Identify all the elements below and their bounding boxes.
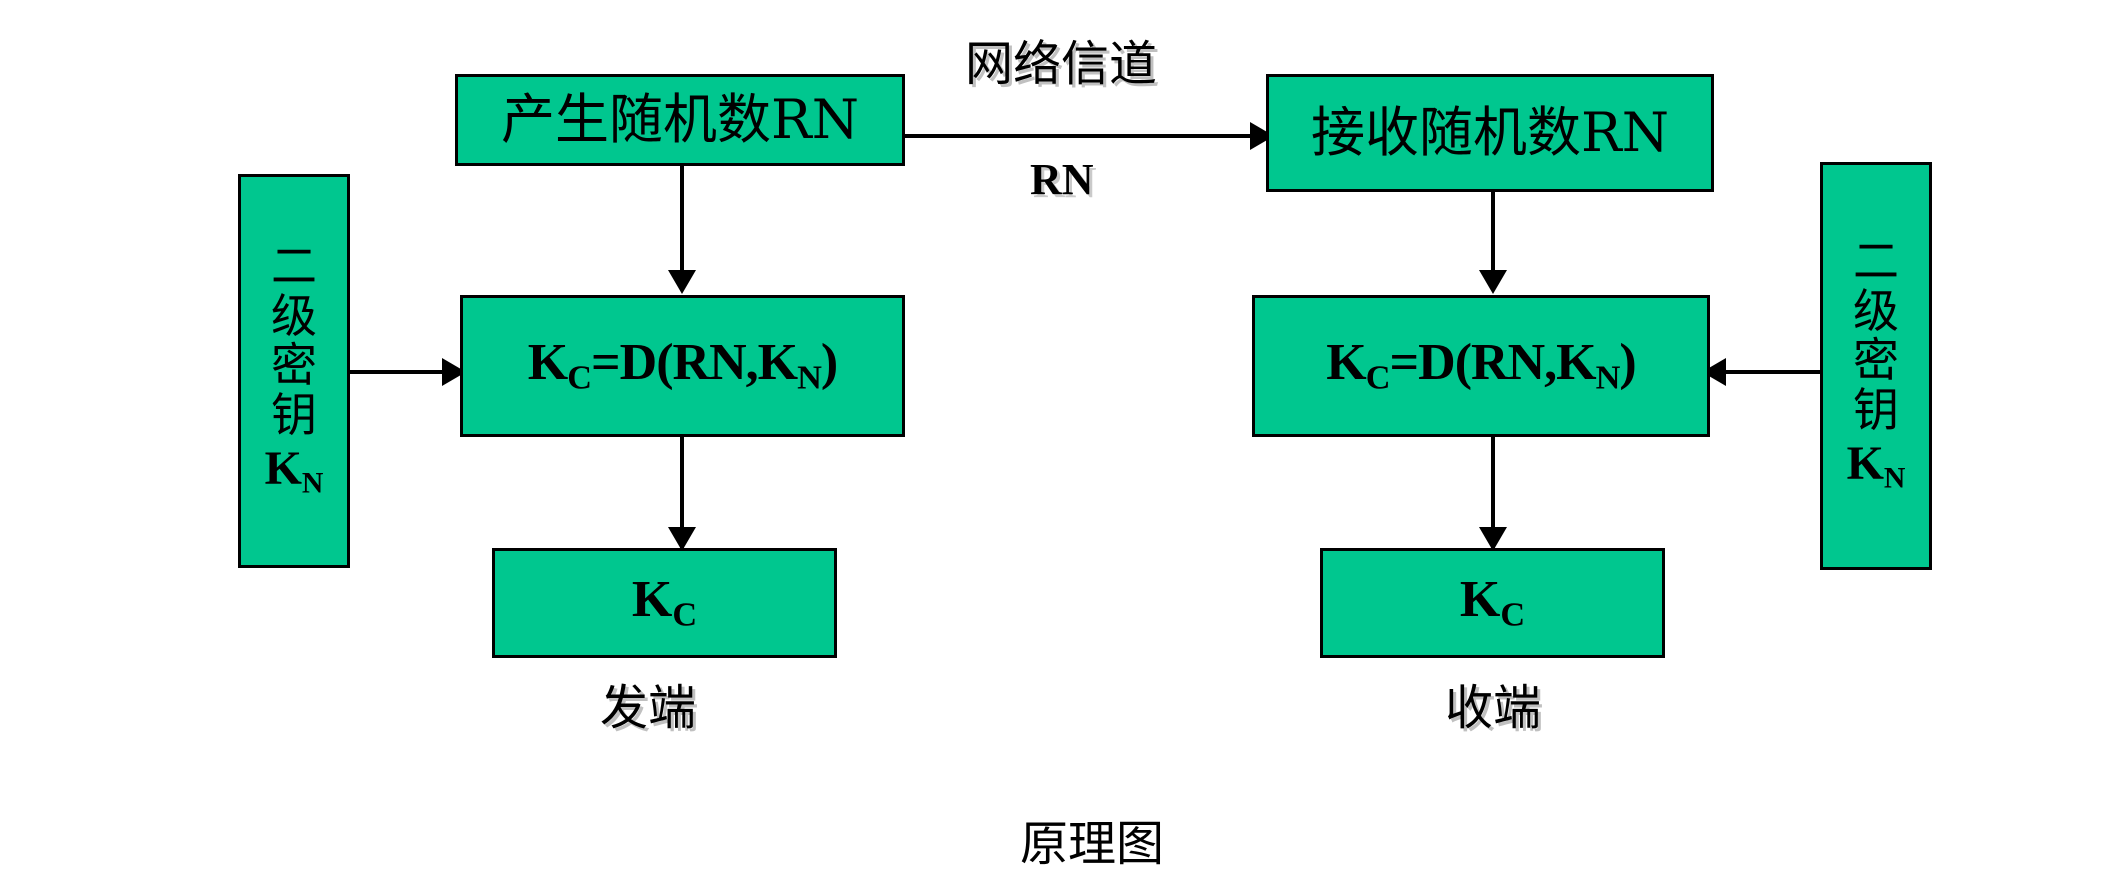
receiver-formula-lhs-sub: C xyxy=(1365,358,1391,397)
network-channel-line xyxy=(900,134,1280,138)
channel-label: 网络信道 xyxy=(965,36,1158,92)
sender-output-box[interactable]: KC xyxy=(492,548,837,658)
sender-formula-lhs: K xyxy=(527,334,568,392)
receiver-random-box[interactable]: 接收随机数RN xyxy=(1266,74,1714,192)
receiver-formula-to-output-line xyxy=(1491,436,1495,549)
receiver-output-text: KC xyxy=(1460,574,1525,632)
receiver-key-char-2: 密 xyxy=(1853,333,1899,388)
receiver-random-box-label: 接收随机数RN xyxy=(1311,101,1669,164)
sender-formula-to-output-line xyxy=(680,436,684,549)
receiver-key-char-0: 二 xyxy=(1853,233,1899,288)
sender-key-symbol-subscript: N xyxy=(301,465,324,499)
receiver-formula-tail: ) xyxy=(1619,334,1636,392)
sender-formula-lhs-sub: C xyxy=(567,358,592,397)
sender-output-subscript: C xyxy=(672,595,698,634)
receiver-random-to-formula-arrowhead xyxy=(1479,270,1507,294)
receiver-key-box[interactable]: 二 级 密 钥 KN xyxy=(1820,162,1932,570)
sender-key-box[interactable]: 二 级 密 钥 KN xyxy=(238,174,350,568)
sender-key-char-0: 二 xyxy=(271,238,317,293)
sender-formula-rhs-sub: N xyxy=(797,358,822,397)
receiver-output-box[interactable]: KC xyxy=(1320,548,1665,658)
sender-random-box[interactable]: 产生随机数RN xyxy=(455,74,905,166)
receiver-formula-lhs: K xyxy=(1326,334,1366,392)
sender-output-base: K xyxy=(631,571,673,629)
sender-formula-text: KC=D(RN,KN) xyxy=(527,334,838,397)
sender-key-symbol: KN xyxy=(265,441,324,501)
receiver-random-to-formula-line xyxy=(1491,192,1495,277)
sender-formula-box[interactable]: KC=D(RN,KN) xyxy=(460,295,905,437)
sender-key-symbol-base: K xyxy=(264,441,302,495)
receiver-key-symbol-subscript: N xyxy=(1883,460,1906,494)
sender-formula-eq: =D(RN,K xyxy=(591,334,798,392)
receiver-key-to-formula-line xyxy=(1710,370,1832,374)
receiver-key-char-1: 级 xyxy=(1853,283,1899,338)
receiver-formula-eq: =D(RN,K xyxy=(1389,334,1597,392)
receiver-output-base: K xyxy=(1459,571,1501,629)
sender-random-to-formula-line xyxy=(680,165,684,277)
receiver-key-symbol-base: K xyxy=(1846,436,1884,490)
receiver-formula-box[interactable]: KC=D(RN,KN) xyxy=(1252,295,1710,437)
receiver-key-char-3: 钥 xyxy=(1853,382,1899,437)
diagram-caption: 原理图 xyxy=(1020,816,1165,872)
sender-output-text: KC xyxy=(632,574,697,632)
sender-key-to-formula-line xyxy=(350,370,475,374)
sender-random-to-formula-arrowhead xyxy=(668,270,696,294)
sender-side-label: 发端 xyxy=(600,680,697,736)
receiver-key-symbol: KN xyxy=(1847,436,1906,496)
receiver-output-subscript: C xyxy=(1500,595,1526,634)
sender-formula-tail: ) xyxy=(820,334,838,392)
sender-key-char-3: 钥 xyxy=(271,387,317,442)
sender-key-char-1: 级 xyxy=(271,288,317,343)
receiver-formula-rhs-sub: N xyxy=(1595,358,1621,397)
receiver-formula-to-output-arrowhead xyxy=(1479,527,1507,551)
sender-formula-to-output-arrowhead xyxy=(668,527,696,551)
sender-key-char-2: 密 xyxy=(271,338,317,393)
channel-payload-label: RN xyxy=(1030,155,1094,204)
sender-random-box-label: 产生随机数RN xyxy=(501,88,859,151)
receiver-side-label: 收端 xyxy=(1445,680,1542,736)
receiver-formula-text: KC=D(RN,KN) xyxy=(1326,334,1636,397)
